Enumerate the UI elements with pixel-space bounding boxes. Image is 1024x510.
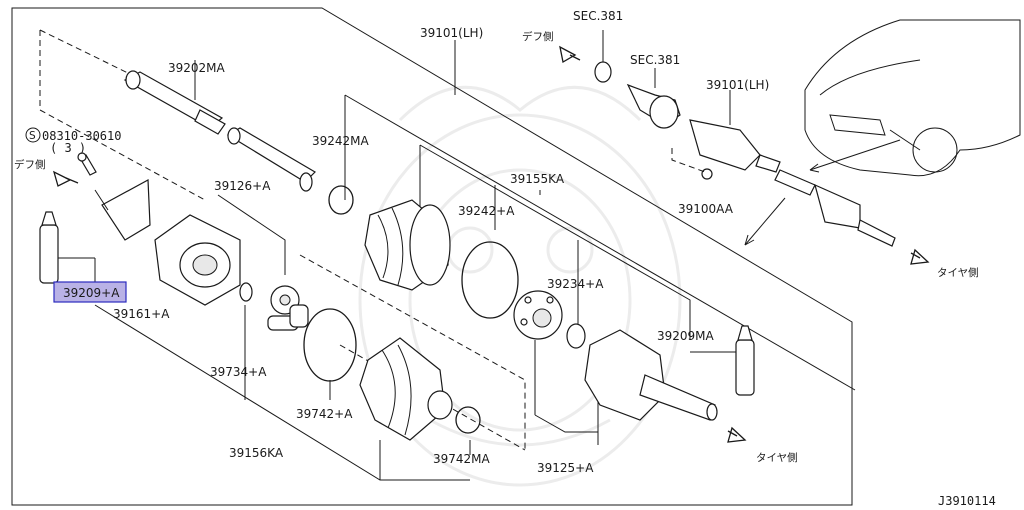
label-39742A[interactable]: 39742+A [296, 407, 353, 421]
assembly-frame [11, 7, 853, 506]
housing-39126[interactable] [154, 194, 286, 306]
label-39242A[interactable]: 39242+A [458, 204, 515, 218]
label-39742MA[interactable]: 39742MA [433, 452, 491, 466]
label-39155KA[interactable]: 39155KA [510, 172, 565, 186]
bolt-08310-30610[interactable] [77, 152, 97, 176]
circled-s-icon: S [25, 127, 41, 143]
label-39101-lh-top[interactable]: 39101(LH) [420, 26, 483, 40]
shaft-inner-section[interactable] [226, 127, 316, 192]
label-tire-side-bottom: タイヤ側 [756, 451, 798, 464]
label-39126A[interactable]: 39126+A [214, 179, 271, 193]
snap-ring-39734[interactable] [239, 282, 253, 302]
diagram-id: J3910114 [938, 494, 996, 508]
ball-cage[interactable] [513, 290, 563, 340]
band-clamp-39242A[interactable] [461, 241, 519, 319]
bracket-39101 [344, 40, 856, 391]
dust-cover-39161[interactable] [94, 179, 151, 241]
band-clamp-39742MA[interactable] [455, 406, 481, 434]
label-39161A[interactable]: 39161+A [113, 307, 170, 321]
label-39202MA[interactable]: 39202MA [168, 61, 226, 75]
oil-seal[interactable] [594, 30, 612, 83]
label-39234A[interactable]: 39234+A [547, 277, 604, 291]
shaft-39202MA[interactable] [123, 60, 226, 135]
label-def-side-left: デフ側 [14, 158, 46, 171]
outer-joint-39125[interactable] [584, 329, 718, 421]
bracket-39155KA [419, 144, 691, 340]
label-bolt-qty: ( 3 ) [50, 141, 86, 155]
label-sec381-top[interactable]: SEC.381 [573, 9, 623, 23]
watermark-emblem [358, 85, 682, 487]
label-39242MA[interactable]: 39242MA [312, 134, 370, 148]
label-39209A[interactable]: 39209+A [63, 286, 120, 300]
tripod-joint[interactable] [267, 285, 309, 331]
car-outline-icon [804, 19, 1021, 177]
band-clamp-39742A[interactable] [303, 308, 357, 382]
drive-shaft-lh[interactable] [689, 90, 896, 247]
grease-tube-39209A[interactable] [39, 211, 96, 285]
bracket-39125A [534, 340, 599, 445]
bracket-39156KA [94, 304, 471, 481]
band-clamp-39242MA[interactable] [328, 185, 354, 215]
bolt-39100AA[interactable] [671, 148, 713, 180]
label-39101-lh-right[interactable]: 39101(LH) [706, 78, 769, 92]
arrow-to-tire-right-icon [910, 248, 930, 265]
label-tire-side-right: タイヤ側 [937, 266, 979, 279]
arrow-to-differential-top-icon [559, 45, 581, 64]
arrow-to-tire-icon [727, 426, 747, 443]
assembly-arrow [744, 197, 786, 246]
inner-race-39234[interactable] [566, 323, 586, 349]
boot-inner[interactable] [364, 199, 451, 291]
arrow-to-differential-icon [52, 170, 79, 187]
side-flange[interactable] [626, 68, 681, 129]
label-def-side-top: デフ側 [522, 30, 554, 43]
label-sec381-mid[interactable]: SEC.381 [630, 53, 680, 67]
label-39125A[interactable]: 39125+A [537, 461, 594, 475]
highlight-39209A[interactable] [53, 281, 127, 303]
boot-outer[interactable] [359, 337, 453, 441]
label-39156KA[interactable]: 39156KA [229, 446, 284, 460]
label-39734A[interactable]: 39734+A [210, 365, 267, 379]
label-39209MA[interactable]: 39209MA [657, 329, 715, 343]
label-39100AA[interactable]: 39100AA [678, 202, 734, 216]
grease-tube-39209MA[interactable] [690, 325, 755, 396]
svg-text:S: S [29, 130, 36, 142]
label-bolt-code[interactable]: 08310-30610 [42, 129, 121, 143]
